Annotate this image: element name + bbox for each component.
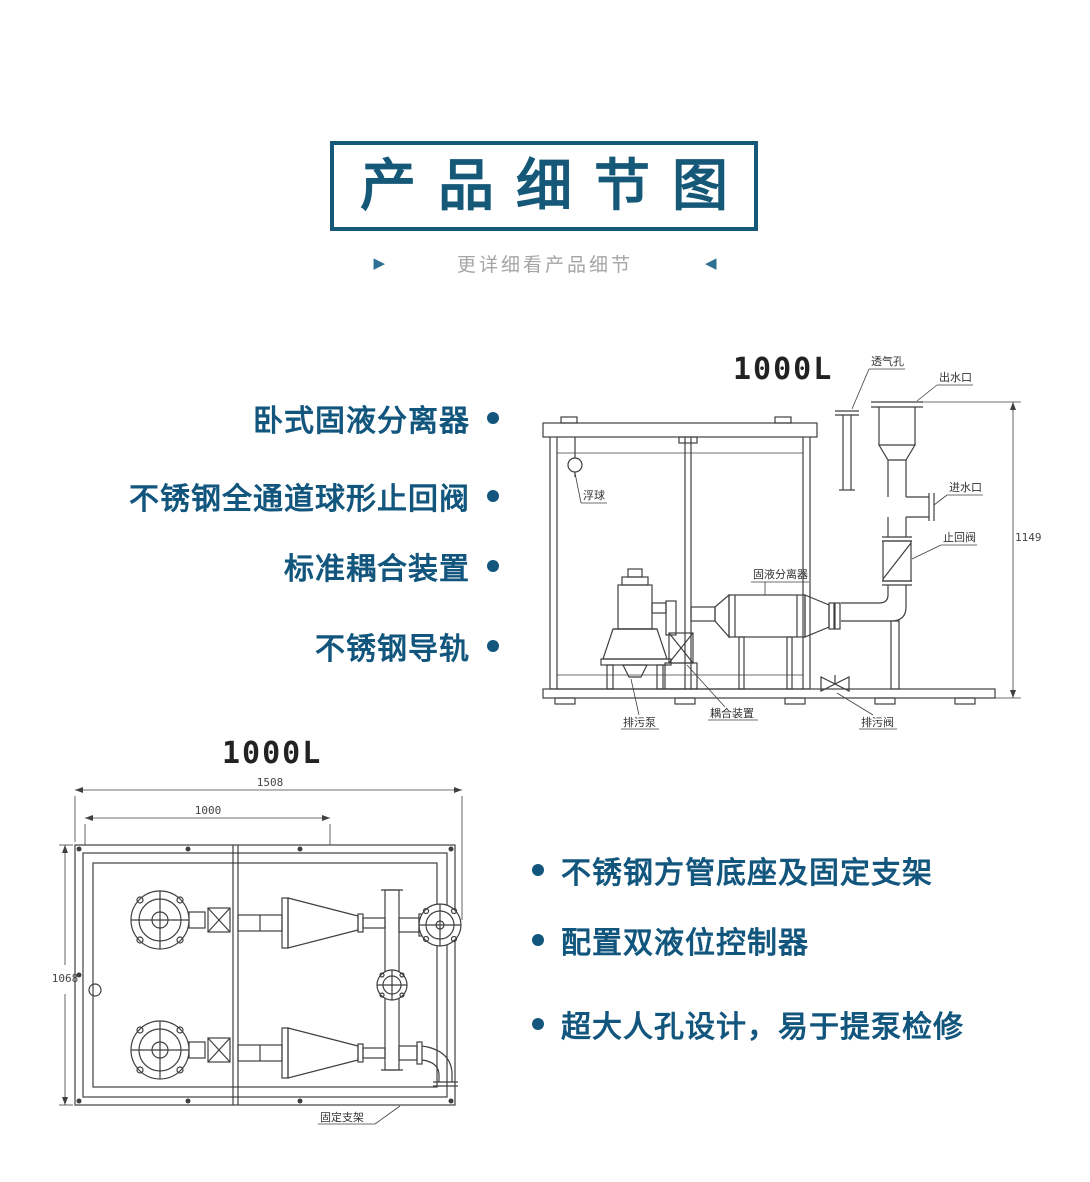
- height-dimension-text: 1149: [1015, 531, 1042, 544]
- dimension-depth: 1068: [52, 844, 79, 1106]
- label-drain-valve: 排污阀: [836, 692, 897, 730]
- feature-item: 不锈钢导轨: [0, 622, 499, 670]
- sewage-pump: [600, 568, 677, 690]
- feature-label: 卧式固液分离器: [253, 405, 470, 438]
- feature-item: 标准耦合装置: [0, 542, 499, 590]
- separator-cone-2: [237, 1027, 386, 1079]
- top-view-capacity-label: 1000L: [222, 736, 323, 771]
- tank-body: [542, 416, 818, 690]
- feature-item: 不锈钢全通道球形止回阀: [0, 472, 499, 520]
- title-box: 产品细节图: [330, 141, 758, 231]
- label-bracket: 固定支架: [318, 1105, 401, 1125]
- top-view-diagram: 1508 1000 1068: [52, 776, 463, 1125]
- coupling-label: 耦合装置: [710, 706, 754, 720]
- side-view-capacity-label: 1000L: [733, 352, 834, 387]
- right-valve: [398, 903, 462, 947]
- feature-label: 不锈钢方管底座及固定支架: [561, 857, 933, 890]
- subtitle-row: ▶ 更详细看产品细节 ◀: [0, 250, 1090, 277]
- feature-list-right: 不锈钢方管底座及固定支架 配置双液位控制器 超大人孔设计，易于提泵检修: [532, 846, 1072, 1048]
- opening-width-text: 1000: [195, 804, 222, 817]
- label-float: 浮球: [574, 472, 607, 504]
- mid-valve: [376, 969, 408, 1001]
- bullet-icon: [532, 1018, 544, 1030]
- vent-label: 透气孔: [871, 354, 904, 368]
- bottom-elbow: [398, 1041, 458, 1087]
- feature-item: 卧式固液分离器: [0, 394, 499, 442]
- label-separator: 固液分离器: [751, 567, 809, 595]
- check-valve-label: 止回阀: [943, 530, 976, 544]
- bullet-icon: [487, 640, 499, 652]
- outlet-label: 出水口: [939, 370, 972, 384]
- dimension-overall-width: 1508: [74, 776, 463, 920]
- bullet-icon: [487, 490, 499, 502]
- feature-label: 标准耦合装置: [284, 553, 470, 586]
- label-pump: 排污泵: [621, 678, 659, 730]
- float-ball: [567, 437, 583, 477]
- coupling-device: [664, 632, 698, 690]
- label-check-valve: 止回阀: [911, 530, 977, 560]
- inlet-label: 进水口: [949, 481, 982, 494]
- page-title: 产品细节图: [360, 154, 750, 217]
- depth-text: 1068: [52, 972, 79, 985]
- pump-top-view-1: [130, 890, 231, 950]
- feature-label: 超大人孔设计，易于提泵检修: [561, 1011, 964, 1044]
- bullet-icon: [532, 864, 544, 876]
- label-coupling: 耦合装置: [686, 664, 758, 721]
- feature-label: 配置双液位控制器: [561, 927, 809, 960]
- bullet-icon: [487, 412, 499, 424]
- label-inlet: 进水口: [933, 481, 983, 506]
- subtitle-text: 更详细看产品细节: [456, 255, 633, 276]
- feature-label: 不锈钢导轨: [315, 633, 470, 666]
- separator-cone-1: [237, 897, 386, 949]
- left-arrow-icon: ▶: [373, 255, 385, 272]
- height-dimension: 1149: [923, 401, 1042, 699]
- feature-item: 配置双液位控制器: [532, 916, 1072, 964]
- drain-valve-label: 排污阀: [861, 715, 894, 729]
- pump-label: 排污泵: [623, 715, 656, 729]
- label-vent: 透气孔: [851, 354, 905, 410]
- bracket-label: 固定支架: [320, 1110, 364, 1124]
- label-outlet: 出水口: [916, 370, 973, 402]
- right-arrow-icon: ◀: [705, 255, 717, 272]
- feature-item: 超大人孔设计，易于提泵检修: [532, 1000, 1072, 1048]
- tank-frame: [74, 844, 456, 1106]
- feature-list-left: 卧式固液分离器 不锈钢全通道球形止回阀 标准耦合装置 不锈钢导轨: [0, 394, 505, 670]
- pump-top-view-2: [130, 1020, 231, 1080]
- side-view-diagram: 1149 透气孔 出水口 进水口 止回阀 浮球 固液分离: [542, 354, 1042, 730]
- drain-valve: [820, 675, 850, 692]
- solid-liquid-separator: [690, 593, 841, 690]
- piping-assembly: [835, 401, 935, 690]
- feature-item: 不锈钢方管底座及固定支架: [532, 846, 1072, 894]
- dimension-opening-width: 1000: [84, 804, 331, 845]
- float-label: 浮球: [583, 488, 605, 502]
- feature-label: 不锈钢全通道球形止回阀: [129, 483, 470, 516]
- skid-base: [542, 688, 996, 705]
- bullet-icon: [487, 560, 499, 572]
- separator-label: 固液分离器: [753, 567, 808, 581]
- overall-width-text: 1508: [257, 776, 284, 789]
- bullet-icon: [532, 934, 544, 946]
